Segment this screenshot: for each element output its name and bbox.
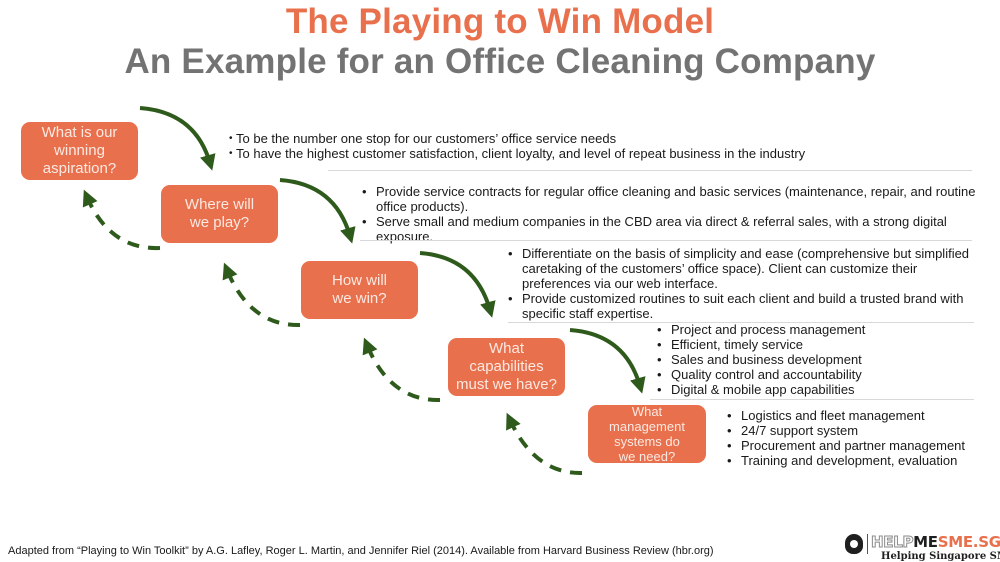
answer-item: Training and development, evaluation <box>727 453 987 468</box>
forward-arrow-1 <box>139 106 216 171</box>
citation-footer: Adapted from “Playing to Win Toolkit” by… <box>8 545 714 557</box>
answer-item: Project and process management <box>657 322 977 337</box>
answer-list-capabilities: Project and process management Efficient… <box>657 322 977 397</box>
logo-divider <box>867 534 868 554</box>
logo-help: HELP <box>870 533 914 552</box>
answer-list-how-to-win: Differentiate on the basis of simplicity… <box>508 246 978 321</box>
separator-line <box>360 240 972 241</box>
question-text: Where will we play? <box>184 196 255 231</box>
answer-list-management-systems: Logistics and fleet management 24/7 supp… <box>727 408 987 468</box>
answer-item: Digital & mobile app capabilities <box>657 382 977 397</box>
answer-item: Efficient, timely service <box>657 337 977 352</box>
separator-line <box>328 170 972 171</box>
subtitle: An Example for an Office Cleaning Compan… <box>124 42 876 81</box>
logo-tagline: Helping Singapore SMEs <box>881 551 1000 562</box>
question-box-how-to-win: How will we win? <box>301 261 418 319</box>
logo-wordmark: HELPMESME.SG <box>870 533 1000 552</box>
answer-item: Provide service contracts for regular of… <box>362 184 977 214</box>
helpmesme-logo[interactable]: HELPMESME.SG Helping Singapore SMEs <box>845 533 1000 562</box>
answer-item: To be the number one stop for our custom… <box>229 131 829 146</box>
answer-item: Logistics and fleet management <box>727 408 987 423</box>
forward-arrow-3 <box>419 251 496 318</box>
lion-icon <box>845 534 863 554</box>
logo-me: ME <box>913 533 938 551</box>
feedback-arrow-3 <box>362 337 441 403</box>
answer-item: Procurement and partner management <box>727 438 987 453</box>
question-text: What capabilities must we have? <box>456 340 557 393</box>
forward-arrow-4 <box>569 328 646 394</box>
main-title: The Playing to Win Model <box>285 2 715 41</box>
answer-item: Provide customized routines to suit each… <box>508 291 978 321</box>
question-box-capabilities: What capabilities must we have? <box>448 338 565 396</box>
answer-list-aspiration: To be the number one stop for our custom… <box>229 131 829 161</box>
feedback-arrow-2 <box>222 262 301 328</box>
question-box-management-systems: What management systems do we need? <box>588 404 706 464</box>
question-box-where-to-play: Where will we play? <box>161 185 278 243</box>
answer-item: 24/7 support system <box>727 423 987 438</box>
feedback-arrow-4 <box>506 412 583 476</box>
question-box-aspiration: What is our winning aspiration? <box>21 122 138 180</box>
feedback-arrow-1 <box>82 189 161 251</box>
answer-item: Quality control and accountability <box>657 367 977 382</box>
question-text: What is our winning aspiration? <box>41 124 118 177</box>
question-text: What management systems do we need? <box>609 404 685 464</box>
answer-item: Differentiate on the basis of simplicity… <box>508 246 978 291</box>
logo-sme: SME.SG <box>937 533 1000 551</box>
answer-item: Sales and business development <box>657 352 977 367</box>
answer-list-where-to-play: Provide service contracts for regular of… <box>362 184 977 244</box>
separator-line <box>650 399 974 400</box>
question-text: How will we win? <box>331 272 387 307</box>
answer-item: To have the highest customer satisfactio… <box>229 146 829 161</box>
forward-arrow-2 <box>279 178 356 244</box>
